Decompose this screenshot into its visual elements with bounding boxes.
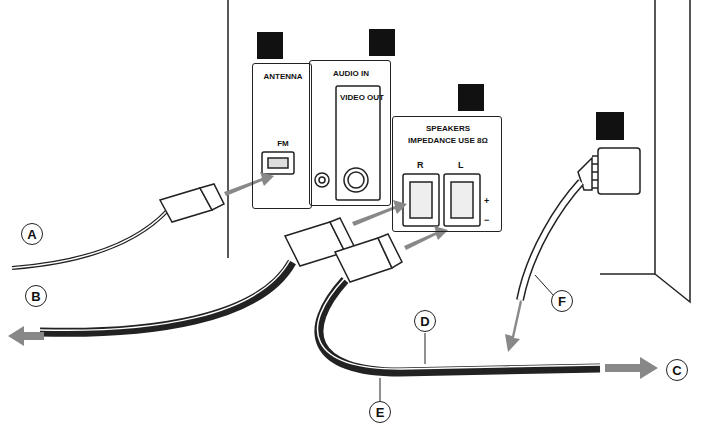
speaker-cable-r-stripe	[40, 260, 290, 330]
leader-d	[425, 333, 426, 364]
speaker-cable-l	[319, 280, 600, 372]
panel-caption: FM	[253, 139, 313, 148]
part-letter: B	[375, 31, 389, 54]
speaker-terminal-l	[444, 174, 480, 226]
antenna-plug-tip	[200, 184, 224, 210]
panel-caption: AUDIO IN	[310, 69, 392, 78]
insert-arrow-r	[352, 200, 407, 226]
part-letter: D	[596, 112, 624, 140]
part-letter: B	[369, 29, 395, 56]
speaker-cable-l-stripe	[317, 278, 600, 369]
callout-letter: B	[31, 289, 40, 304]
callout-letter: F	[558, 294, 566, 309]
panel-caption: IMPEDANCE USE 8Ω	[393, 136, 503, 145]
audio-jack-core	[319, 177, 325, 183]
speaker-plug-l-tip	[378, 234, 402, 268]
video-out-frame	[336, 86, 380, 200]
leader-e	[380, 378, 381, 401]
callout-letter: D	[420, 314, 429, 329]
power-cord	[520, 182, 581, 300]
part-letter: D	[603, 115, 617, 138]
insert-arrow-antenna	[224, 172, 274, 196]
unit-side	[655, 0, 690, 302]
speaker-slot-l	[451, 182, 473, 218]
antenna-cable	[12, 210, 168, 268]
audio-jack	[315, 173, 329, 187]
speaker-slot-r	[410, 182, 432, 218]
part-letter: C	[464, 86, 478, 109]
part-letter: C	[458, 84, 484, 111]
video-jack	[344, 168, 368, 192]
audio-in-panel: AUDIO IN VIDEO OUT	[309, 60, 391, 206]
terminal-name: R	[417, 160, 424, 170]
part-letter: A	[257, 32, 283, 59]
panel-caption: VIDEO OUT	[337, 93, 387, 102]
speaker-cable-r	[40, 262, 292, 332]
terminal-name: L	[458, 160, 464, 170]
unit-edge	[227, 0, 229, 258]
panel-caption: SPEAKERS	[393, 124, 503, 133]
polarity-sign: −	[484, 215, 489, 225]
insert-arrow-l	[404, 226, 448, 250]
speaker-terminal-r	[403, 174, 439, 226]
plug-grip	[592, 156, 598, 188]
direction-arrow-f	[505, 300, 522, 352]
polarity-sign: +	[484, 196, 489, 206]
unit-bottom	[600, 273, 655, 275]
direction-arrow-c	[605, 357, 658, 379]
callout-letter: C	[672, 363, 681, 378]
callout-letter: A	[21, 223, 43, 245]
callout-letter: D	[414, 310, 436, 332]
part-letter: A	[263, 34, 277, 57]
power-plug	[598, 148, 640, 194]
callout-letter: E	[369, 401, 391, 423]
callout-letter: B	[25, 285, 47, 307]
antenna-cable-core	[12, 210, 168, 268]
fm-socket-slot	[268, 158, 288, 168]
fm-socket	[262, 152, 294, 174]
antenna-panel: ANTENNA FM	[252, 63, 312, 209]
callout-letter: E	[376, 405, 385, 420]
panel-caption: ANTENNA	[253, 72, 313, 81]
video-jack-ring	[348, 172, 364, 188]
speakers-panel: SPEAKERS IMPEDANCE USE 8Ω	[392, 116, 502, 232]
callout-letter: F	[551, 290, 573, 312]
direction-arrow-b	[8, 326, 44, 346]
callout-letter: A	[27, 227, 36, 242]
callout-letter: C	[666, 359, 688, 381]
leader-f	[535, 275, 554, 296]
power-cord-fill	[520, 182, 581, 300]
